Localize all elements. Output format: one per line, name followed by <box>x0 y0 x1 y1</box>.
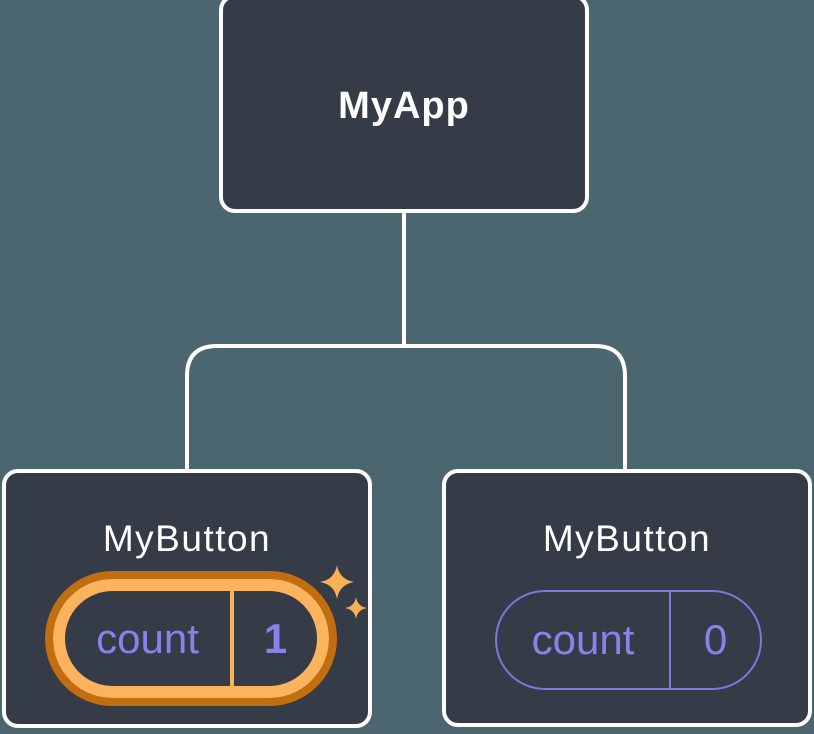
state-value: 0 <box>703 616 728 663</box>
pill-divider <box>669 592 671 688</box>
state-pill-highlighted: count 1 <box>53 579 329 698</box>
state-name: count <box>531 616 635 663</box>
pill-divider <box>230 591 234 686</box>
root-node-label: MyApp <box>338 85 470 127</box>
child-node-mybutton-right: MyButton count 0 <box>442 469 812 727</box>
sparkle-large <box>320 565 354 599</box>
sparkle-small <box>345 597 367 619</box>
sparkles-icon <box>320 565 367 619</box>
state-pill: count 0 <box>495 590 762 690</box>
child-node-label: MyButton <box>102 518 272 559</box>
root-node-myapp: MyApp <box>219 0 589 213</box>
state-value: 1 <box>263 614 288 662</box>
child-node-mybutton-left: MyButton count 1 <box>2 469 372 728</box>
child-node-label: MyButton <box>542 518 712 559</box>
state-name: count <box>96 614 199 662</box>
connector-branch <box>185 344 627 471</box>
